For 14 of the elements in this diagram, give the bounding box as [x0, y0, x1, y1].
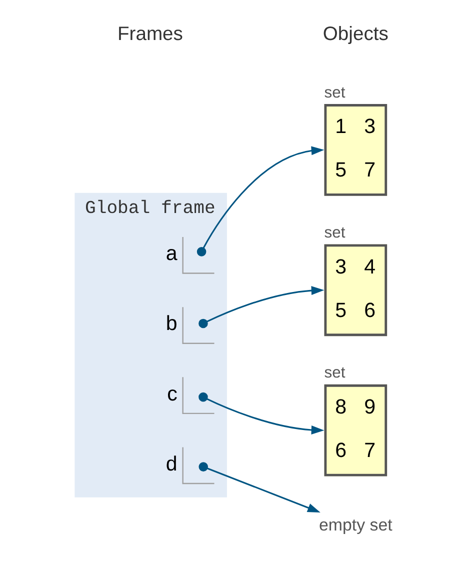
node-text: d: [166, 452, 178, 476]
label: Frames: [117, 24, 183, 45]
arrow: [198, 286, 324, 328]
node-label: set: [324, 84, 346, 102]
node-text: c: [167, 382, 178, 406]
node-text: empty set: [319, 515, 392, 534]
label: Objects: [322, 24, 388, 45]
arrow: [198, 462, 320, 513]
arrow: [196, 146, 324, 256]
node-text: a: [166, 242, 178, 266]
arrow: [198, 392, 324, 434]
node-label: set: [324, 224, 346, 242]
node-label: set: [324, 364, 346, 382]
node-text: b: [166, 312, 178, 336]
